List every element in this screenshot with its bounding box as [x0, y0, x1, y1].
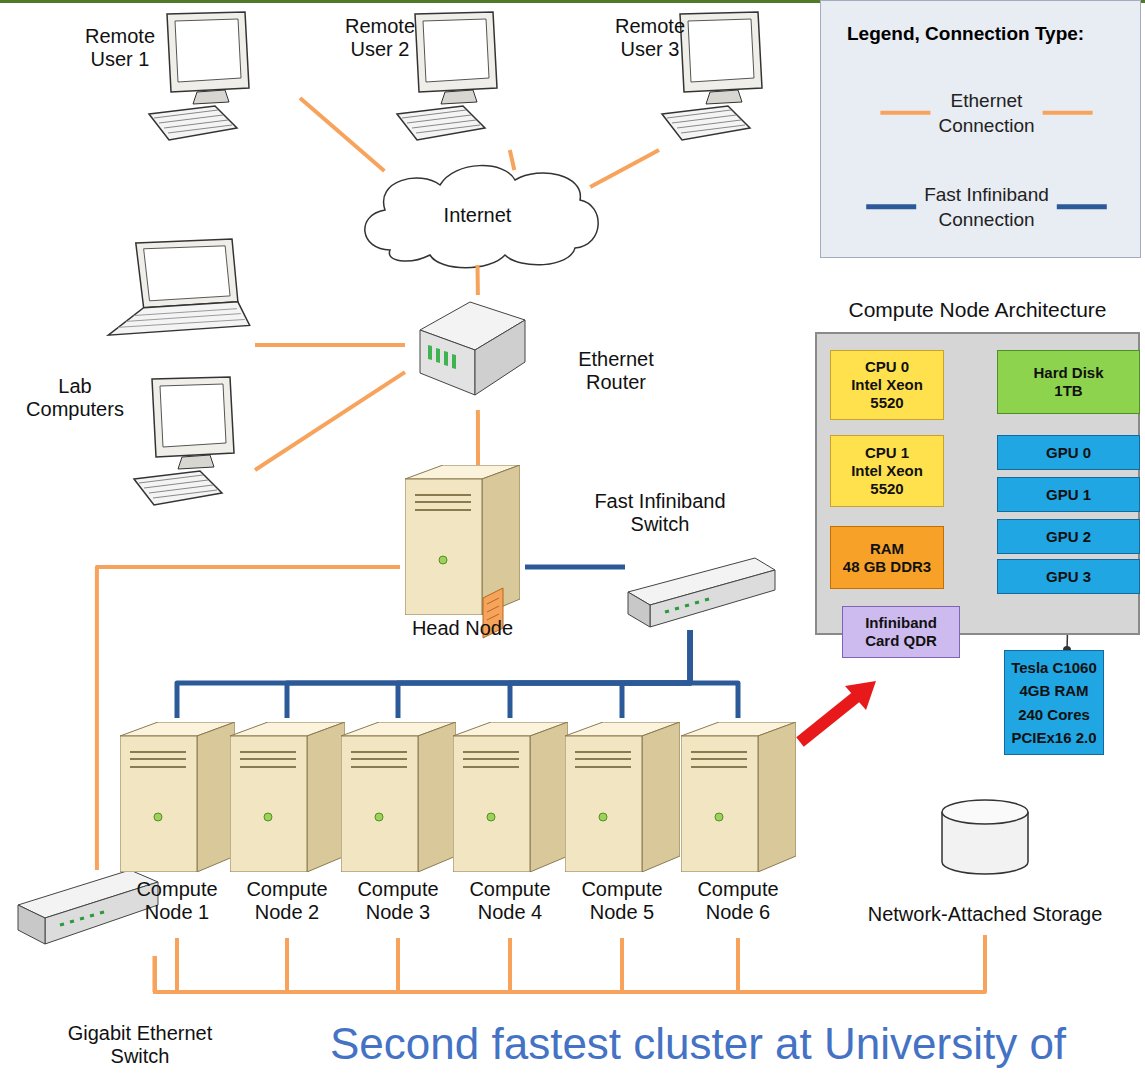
gpu-box: GPU 2	[997, 519, 1140, 554]
cpu-box: CPU 0Intel Xeon 5520	[830, 350, 944, 420]
box-text: RAM	[870, 540, 904, 558]
node-label: Compute Node 6	[680, 878, 796, 924]
connector	[155, 938, 398, 992]
connector	[155, 938, 738, 992]
connector	[287, 630, 690, 718]
node-label: Ethernet Router	[562, 348, 670, 394]
head-node: Head Node	[400, 465, 525, 645]
box-text: GPU 2	[1046, 528, 1091, 546]
box-text: GPU 0	[1046, 444, 1091, 462]
connector	[690, 630, 738, 718]
remote-user: Remote User 1	[75, 20, 300, 150]
legend-entry: Fast Infiniband Connection	[919, 183, 1054, 232]
box-text: CPU 0	[865, 358, 909, 376]
node-label: Fast Infiniband Switch	[590, 490, 730, 536]
legend-text: Fast Infiniband Connection	[919, 183, 1054, 232]
node-label: Compute Node Architecture	[817, 298, 1138, 322]
connector	[155, 938, 177, 992]
legend-heading: Legend, Connection Type:	[847, 23, 1132, 45]
compute-node: Compute Node 5	[564, 718, 680, 938]
node-label: Compute Node 5	[564, 878, 680, 924]
compute-node: Compute Node 3	[340, 718, 456, 938]
node-label: Lab Computers	[20, 375, 130, 421]
internet-cloud: Internet	[355, 165, 600, 265]
compute-node: Compute Node 2	[229, 718, 345, 938]
legend-panel: Legend, Connection Type: Ethernet Connect…	[820, 0, 1141, 258]
box-text: 1TB	[1054, 382, 1082, 400]
hard-disk-box: Hard Disk1TB	[997, 350, 1140, 414]
connector	[476, 410, 480, 465]
connector	[525, 565, 625, 570]
cpu-box: CPU 1Intel Xeon 5520	[830, 435, 944, 507]
box-text: CPU 1	[865, 444, 909, 462]
node-label: Compute Node 4	[452, 878, 568, 924]
compute-node: Compute Node 6	[680, 718, 796, 938]
connector	[255, 343, 405, 347]
tesla-box: Tesla C1060 4GB RAM 240 Cores PCIEx16 2.…	[1004, 650, 1104, 755]
network-storage: Network-Attached Storage	[840, 795, 1130, 935]
connector	[177, 630, 690, 718]
legend-line-sample	[1057, 204, 1107, 209]
ram-box: RAM48 GB DDR3	[830, 526, 944, 589]
remote-user: Remote User 2	[340, 10, 515, 150]
infiniband-card: Infiniband Card QDR	[842, 606, 960, 658]
node-label: Network-Attached Storage	[840, 903, 1130, 926]
ethernet-router: Ethernet Router	[405, 295, 670, 410]
legend-line-sample	[880, 111, 930, 115]
connector	[155, 935, 985, 992]
legend-text: Ethernet Connection	[919, 89, 1054, 138]
connector	[155, 938, 510, 992]
legend-entry: Ethernet Connection	[919, 89, 1054, 138]
box-text: 48 GB DDR3	[843, 558, 931, 576]
box-text: Hard Disk	[1033, 364, 1103, 382]
connector	[510, 630, 690, 718]
node-label: Remote User 3	[605, 15, 695, 61]
compute-node: Compute Node 4	[452, 718, 568, 938]
connector	[510, 150, 515, 170]
node-label: Gigabit Ethernet Switch	[55, 1022, 225, 1068]
connector	[398, 630, 690, 718]
box-text: Intel Xeon 5520	[839, 462, 935, 498]
connector	[622, 630, 690, 718]
connector	[155, 938, 622, 992]
caption: Second fastest cluster at University of	[330, 1020, 1066, 1068]
node-label: Head Node	[400, 617, 525, 640]
remote-user: Remote User 3	[605, 10, 785, 150]
compute-node: Compute Node 1	[119, 718, 235, 938]
lab-computers: Lab Computers	[20, 235, 255, 510]
box-text: Tesla C1060 4GB RAM 240 Cores PCIEx16 2.…	[1008, 656, 1101, 749]
infiniband-switch: Fast Infiniband Switch	[625, 490, 780, 630]
gpu-box: GPU 1	[997, 477, 1140, 512]
connector	[300, 98, 384, 171]
node-label: Remote User 2	[340, 15, 420, 61]
connector	[255, 372, 405, 470]
node-label: Internet	[444, 204, 512, 227]
gpu-box: GPU 3	[997, 559, 1140, 594]
gpu-box: GPU 0	[997, 435, 1140, 470]
legend-line-sample	[1043, 111, 1093, 115]
node-label: Compute Node 3	[340, 878, 456, 924]
connector	[476, 265, 480, 295]
node-label: Remote User 1	[75, 25, 165, 71]
box-text: GPU 3	[1046, 568, 1091, 586]
node-label: Compute Node 2	[229, 878, 345, 924]
box-text: Infiniband Card QDR	[853, 614, 949, 650]
connector	[155, 938, 287, 992]
node-label: Compute Node 1	[119, 878, 235, 924]
architecture-panel: Compute Node ArchitectureCPU 0Intel Xeon…	[815, 332, 1140, 635]
box-text: Intel Xeon 5520	[839, 376, 935, 412]
legend-line-sample	[866, 204, 916, 209]
connector	[590, 150, 659, 187]
connector	[97, 567, 400, 870]
box-text: GPU 1	[1046, 486, 1091, 504]
gigabit-switch: Gigabit Ethernet Switch	[10, 870, 240, 1075]
